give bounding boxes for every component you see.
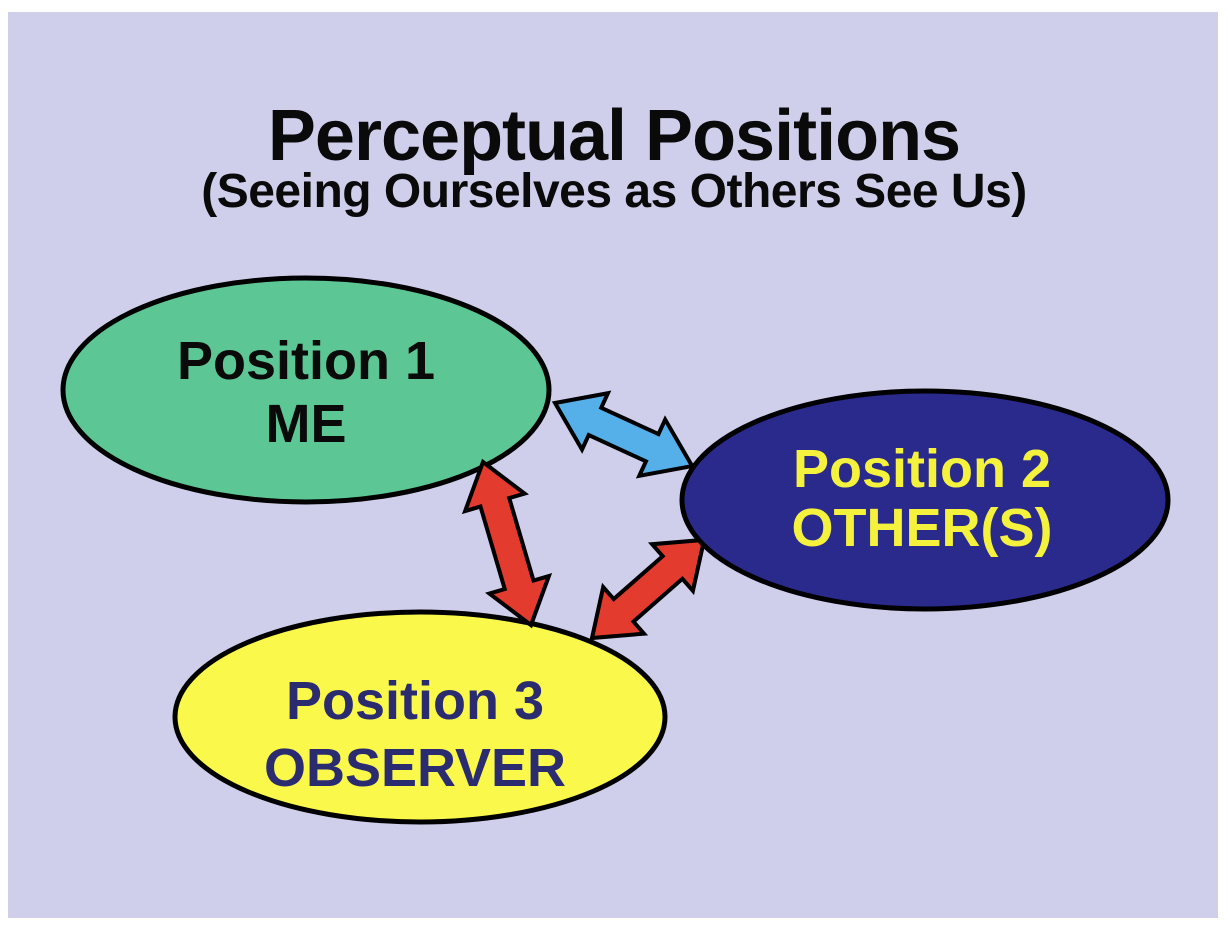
position-2-ellipse <box>679 388 1171 612</box>
position-2-ellipse-group: Position 2 OTHER(S) <box>679 388 1171 612</box>
position-2-label-line1: Position 2 <box>793 439 1051 499</box>
position-1-label-line2: ME <box>266 394 347 454</box>
position-1-ellipse <box>60 275 552 505</box>
position-3-ellipse <box>172 609 668 825</box>
position-3-label-line2: OBSERVER <box>264 738 566 798</box>
slide-title: Perceptual Positions <box>267 96 961 176</box>
arrow-me-observer <box>461 458 553 629</box>
position-1-ellipse-group: Position 1 ME <box>60 275 552 505</box>
position-1-label-line1: Position 1 <box>177 331 435 391</box>
position-2-label-line2: OTHER(S) <box>792 498 1053 558</box>
position-3-ellipse-group: Position 3 OBSERVER <box>172 609 668 825</box>
arrow-me-other <box>551 390 696 479</box>
position-3-label-line1: Position 3 <box>286 671 544 731</box>
slide-subtitle: (Seeing Ourselves as Others See Us) <box>201 165 1027 218</box>
